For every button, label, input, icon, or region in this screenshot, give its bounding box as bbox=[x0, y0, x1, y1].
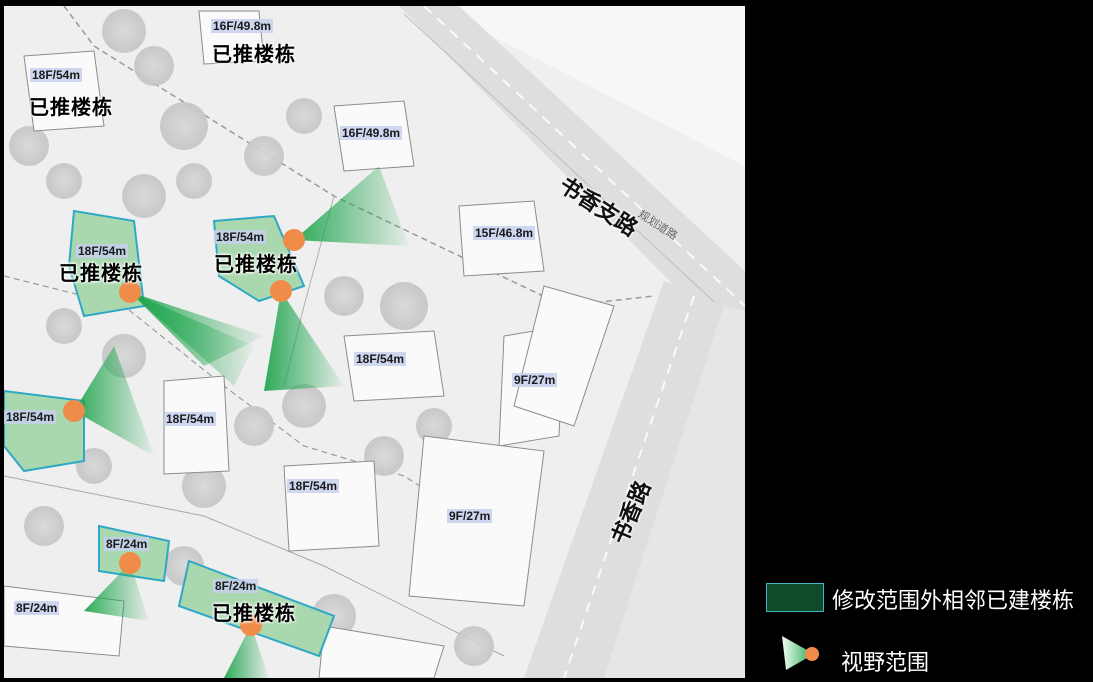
building-floor-label: 18F/54m bbox=[164, 412, 217, 426]
building-floor-label: 8F/24m bbox=[213, 579, 259, 593]
pushed-building-label: 已推楼栋 bbox=[214, 254, 298, 276]
building-floor-label: 15F/46.8m bbox=[473, 226, 536, 240]
viewpoints bbox=[63, 229, 305, 636]
building-floor-label: 16F/49.8m bbox=[340, 126, 403, 140]
legend-adjacent-label: 修改范围外相邻已建楼栋 bbox=[832, 589, 1075, 614]
building-floor-label: 16F/49.8m bbox=[211, 19, 274, 33]
building-floor-label: 18F/54m bbox=[287, 479, 340, 493]
view-cones bbox=[74, 166, 409, 678]
legend-adjacent-swatch bbox=[766, 583, 824, 612]
pushed-building-label: 已推楼栋 bbox=[212, 603, 296, 625]
map-graphics bbox=[4, 6, 745, 678]
legend-view-label: 视野范围 bbox=[841, 651, 930, 676]
pushed-building-label: 已推楼栋 bbox=[59, 263, 143, 285]
building-floor-label: 9F/27m bbox=[512, 373, 558, 387]
shuxiang-road bbox=[524, 281, 724, 678]
pushed-building-label: 已推楼栋 bbox=[212, 44, 296, 66]
building-floor-label: 8F/24m bbox=[14, 601, 60, 615]
site-plan-map: 16F/49.8m 18F/54m 16F/49.8m 15F/46.8m 18… bbox=[4, 6, 745, 678]
building-floor-label: 9F/27m bbox=[447, 509, 493, 523]
building-floor-label: 18F/54m bbox=[76, 244, 129, 258]
building-floor-label: 8F/24m bbox=[104, 537, 150, 551]
shuxiang-zhi-road bbox=[399, 6, 745, 351]
building-floor-label: 18F/54m bbox=[214, 230, 267, 244]
building-floor-label: 18F/54m bbox=[30, 68, 83, 82]
building-floor-label: 18F/54m bbox=[4, 410, 57, 424]
legend-view-icon bbox=[782, 636, 819, 670]
building-floor-label: 18F/54m bbox=[354, 352, 407, 366]
pushed-building-label: 已推楼栋 bbox=[29, 97, 113, 119]
